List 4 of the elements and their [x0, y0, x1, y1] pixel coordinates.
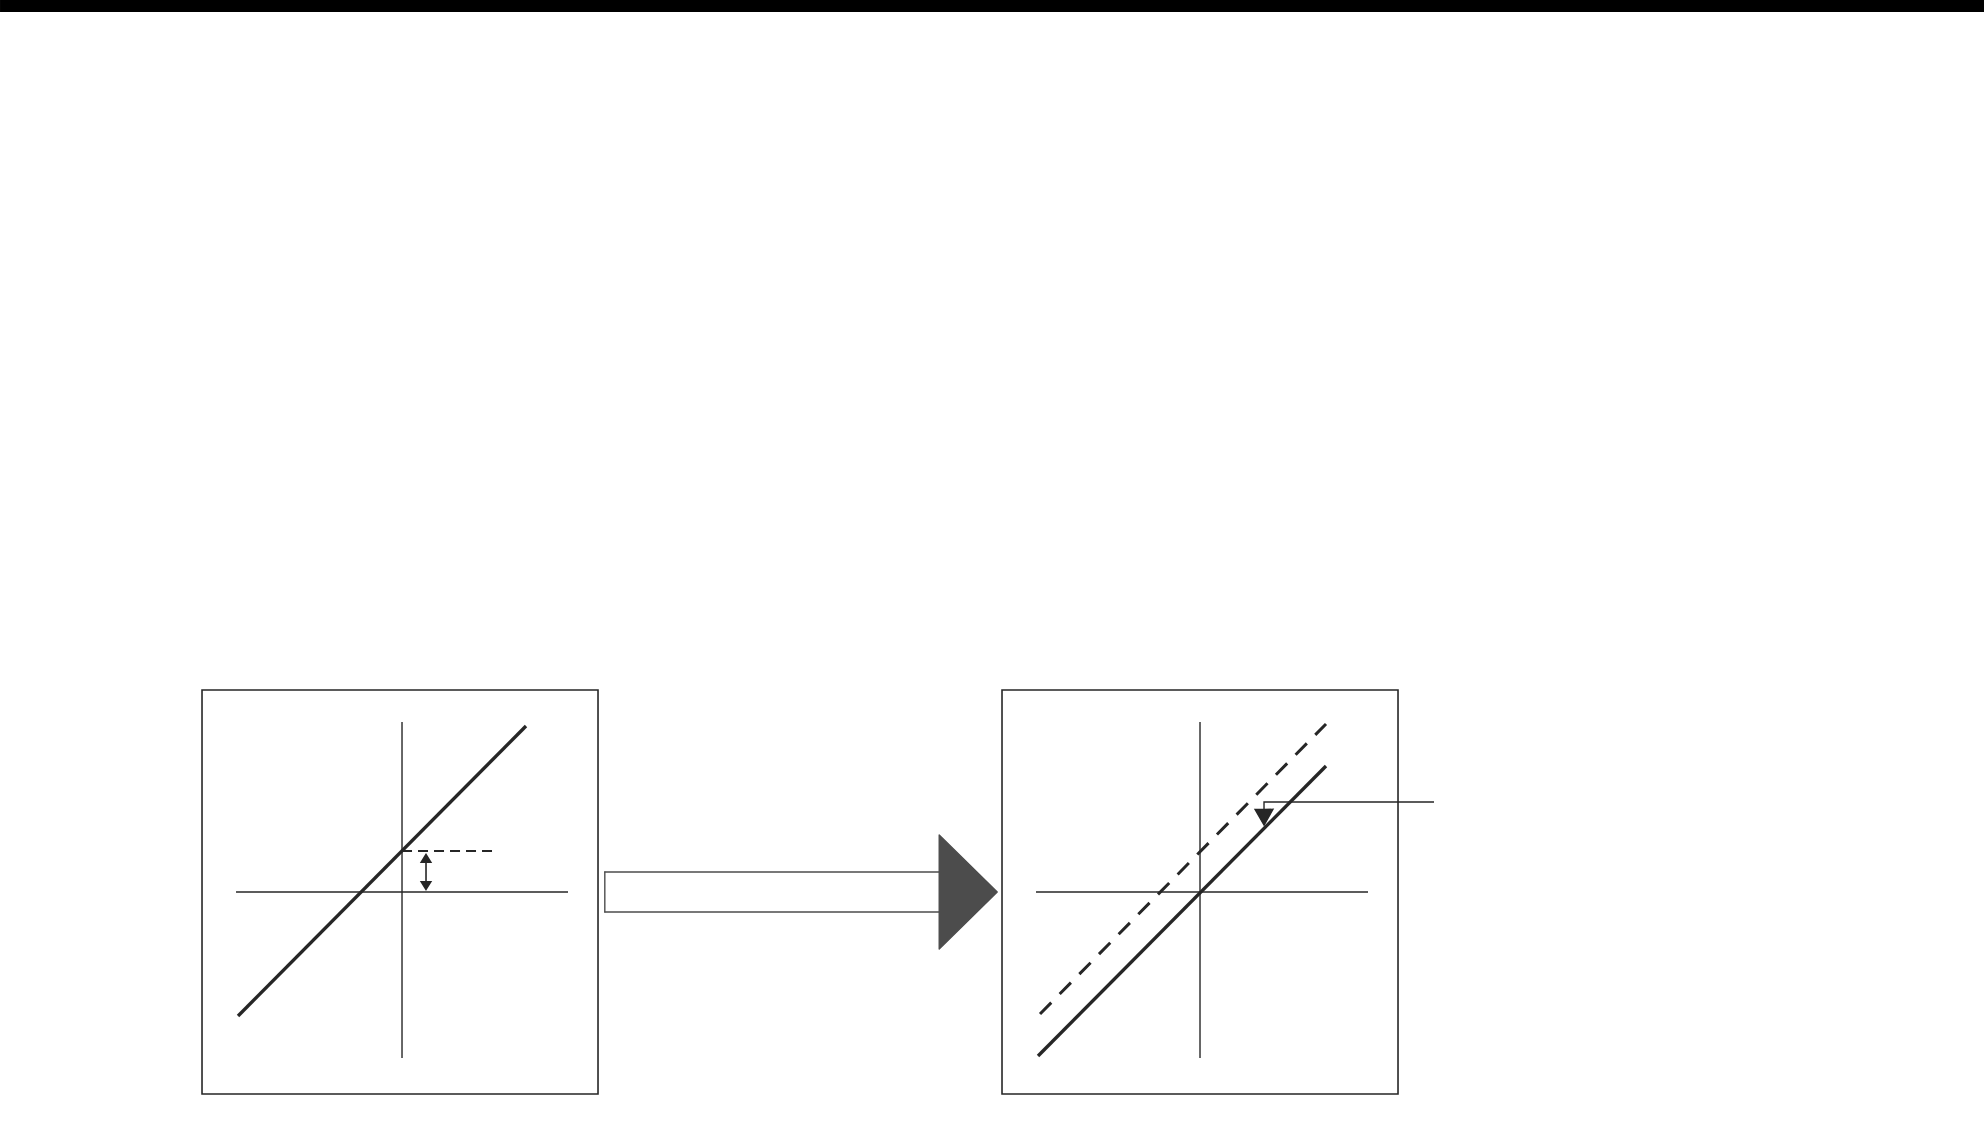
block-arrow — [604, 834, 998, 950]
graph-panel — [201, 689, 599, 1095]
graph-panel — [1001, 689, 1399, 1095]
graph-line — [1036, 764, 1328, 1058]
